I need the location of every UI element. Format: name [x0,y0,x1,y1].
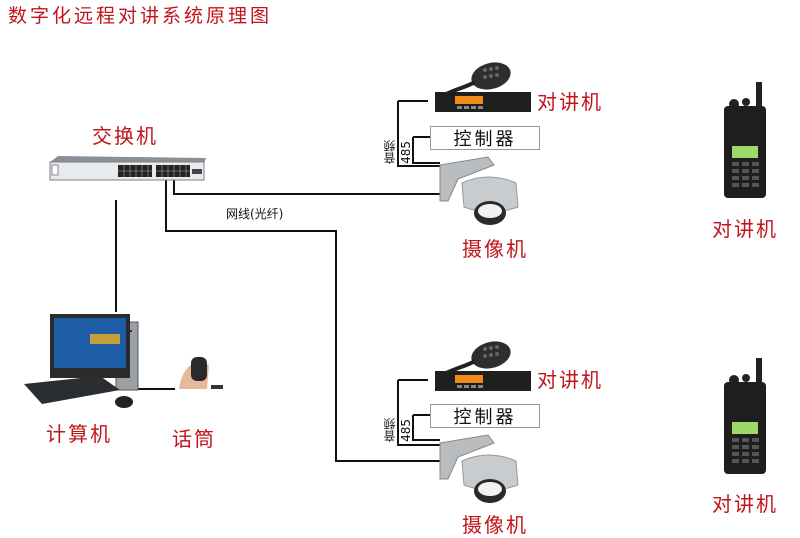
microphone-icon [179,357,223,389]
wire-switch-camera2 [165,176,440,462]
diagram-title: 数字化远程对讲系统原理图 [8,5,273,27]
handheld-radio-1-icon [724,82,766,198]
site1-camera-label: 摄像机 [462,237,528,261]
wire-site1-485 [412,136,440,164]
site1-mobile-radio-icon [435,62,531,112]
site2-controller-box: 控制器 [430,404,540,428]
wire-switch-camera1 [173,176,442,195]
site2-camera-label: 摄像机 [462,513,528,537]
site1-audio-label: 音频 [383,140,397,164]
site1-radio-label: 对讲机 [537,90,603,114]
handheld-radio-1-label: 对讲机 [712,217,778,241]
site2-mobile-radio-icon [435,341,531,391]
site2-radio-label: 对讲机 [537,368,603,392]
site1-controller-box: 控制器 [430,126,540,150]
site2-audio-label: 音频 [383,418,397,442]
computer-icon [24,314,139,408]
computer-label: 计算机 [46,422,112,446]
site1-ptz-camera-icon [439,156,519,225]
wire-site1-audio [397,101,440,167]
site2-ptz-camera-icon [439,434,519,503]
microphone-label: 话筒 [172,427,216,451]
switch-label: 交换机 [92,124,158,148]
handheld-radio-2-icon [724,358,766,474]
wire-site2-485 [412,414,440,441]
network-cable-label: 网线(光纤) [226,207,284,221]
site1-485-label: 485 [399,141,413,164]
wire-site2-audio [397,380,440,446]
handheld-radio-2-label: 对讲机 [712,492,778,516]
site2-485-label: 485 [399,419,413,442]
network-switch-icon [49,156,206,181]
